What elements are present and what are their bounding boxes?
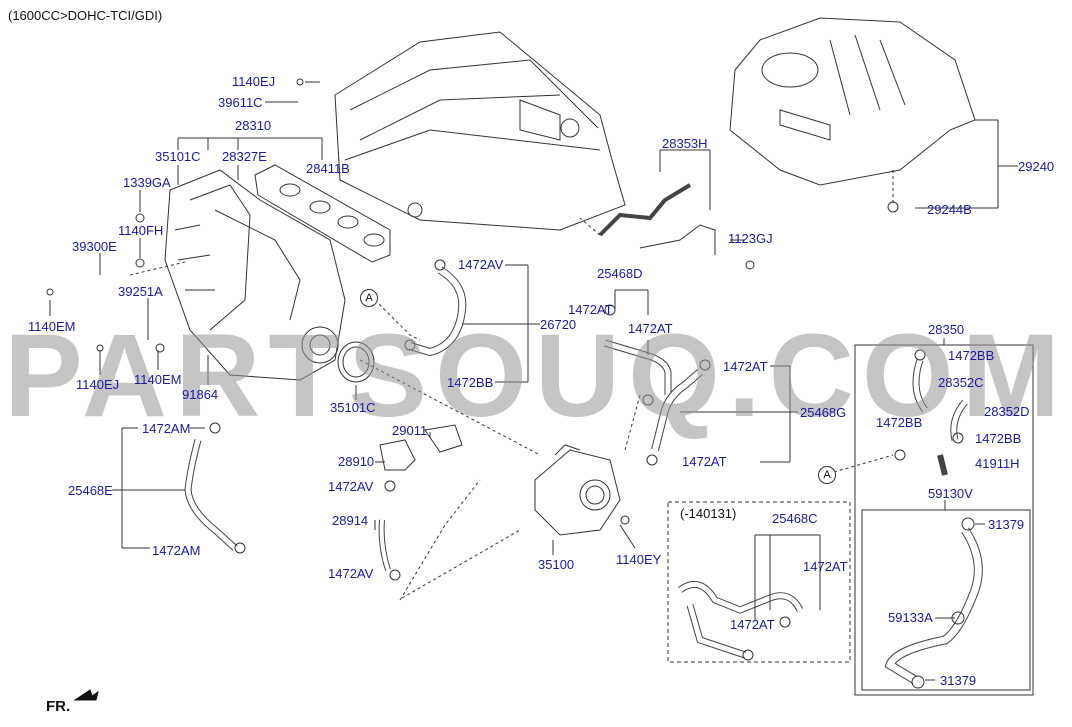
direction-label: FR.	[46, 698, 71, 715]
part-label[interactable]: 1140FH	[118, 223, 164, 238]
part-label[interactable]: 59133A	[888, 610, 933, 625]
intake-manifold-drawing	[164, 169, 346, 381]
part-label[interactable]: 1140EY	[616, 552, 662, 567]
part-label[interactable]: 1472BB	[975, 431, 1022, 446]
part-label[interactable]: 1472AV	[328, 566, 374, 581]
part-label[interactable]: 29011	[392, 423, 428, 438]
part-label[interactable]: 41911H	[975, 456, 1020, 471]
part-label[interactable]: 1123GJ	[728, 231, 773, 246]
part-label[interactable]: 1472AM	[142, 421, 191, 436]
part-label[interactable]: 1472AT	[723, 359, 768, 374]
part-label[interactable]: 31379	[988, 517, 1025, 532]
throttle-body-drawing	[534, 444, 621, 536]
part-label[interactable]: 39251A	[118, 284, 163, 299]
engine-cover-drawing	[729, 17, 976, 186]
gasket-28411b-drawing	[254, 164, 391, 263]
part-label[interactable]: 28411B	[306, 161, 350, 176]
part-label[interactable]: 1472AM	[152, 543, 201, 558]
part-label[interactable]: 1472AT	[730, 617, 775, 632]
part-label[interactable]: 35100	[538, 557, 575, 572]
part-label[interactable]: 91864	[182, 387, 219, 402]
part-label[interactable]: 25468E	[68, 483, 113, 498]
part-label[interactable]: 28327E	[222, 149, 267, 164]
part-label[interactable]: 28353H	[662, 136, 708, 151]
cylinder-head-drawing	[334, 31, 626, 231]
reference-marker: A	[360, 289, 378, 307]
part-label[interactable]: 1472AV	[458, 257, 504, 272]
part-label[interactable]: 1472AT	[568, 302, 613, 317]
part-label[interactable]: 35101C	[330, 400, 376, 415]
part-label[interactable]: 1472AT	[682, 454, 727, 469]
part-label[interactable]: 1472BB	[876, 415, 923, 430]
part-label[interactable]: 29244B	[927, 202, 972, 217]
part-label[interactable]: 59130V	[928, 486, 973, 501]
part-label[interactable]: 28352D	[984, 404, 1030, 419]
reference-marker: A	[818, 466, 836, 484]
part-label[interactable]: 35101C	[155, 149, 201, 164]
part-label[interactable]: 25468D	[597, 266, 643, 281]
part-label[interactable]: 1140EJ	[232, 74, 276, 89]
part-label[interactable]: 1339GA	[123, 175, 171, 190]
part-label[interactable]: 1472AT	[803, 559, 848, 574]
part-label[interactable]: 26720	[540, 317, 577, 332]
part-label[interactable]: 1140EJ	[76, 377, 120, 392]
part-label[interactable]: 28914	[332, 513, 369, 528]
part-label[interactable]: 1472AT	[628, 321, 673, 336]
fr-arrow-icon	[73, 689, 99, 701]
part-label[interactable]: 28310	[235, 118, 272, 133]
part-label[interactable]: 29240	[1018, 159, 1055, 174]
part-label[interactable]: 1140EM	[134, 372, 182, 387]
part-label[interactable]: 28350	[928, 322, 965, 337]
part-label[interactable]: 25468G	[800, 405, 847, 420]
valve-drawing	[379, 439, 416, 471]
part-label[interactable]: 31379	[940, 673, 977, 688]
part-label[interactable]: 1472AV	[328, 479, 374, 494]
gasket-ring-drawing	[337, 341, 375, 383]
sub-variant-label: (-140131)	[680, 506, 737, 521]
part-label[interactable]: 28910	[338, 454, 375, 469]
engine-code-header: (1600CC>DOHC-TCI/GDI)	[8, 8, 163, 23]
part-label[interactable]: 39300E	[72, 239, 117, 254]
part-label[interactable]: 1140EM	[28, 319, 76, 334]
part-label[interactable]: 1472BB	[447, 375, 494, 390]
part-label[interactable]: 28352C	[938, 375, 984, 390]
part-label[interactable]: 25468C	[772, 511, 818, 526]
part-label[interactable]: 1472BB	[948, 348, 995, 363]
part-label[interactable]: 39611C	[218, 95, 263, 110]
